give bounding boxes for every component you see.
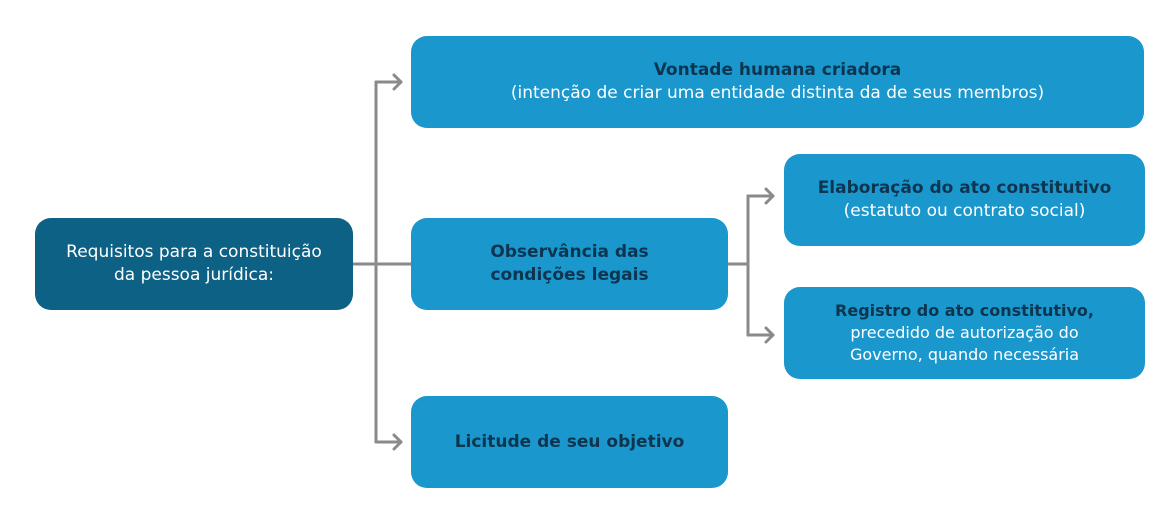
root-line-2: da pessoa jurídica: xyxy=(113,265,274,285)
node-licitude-title: Licitude de seu objetivo xyxy=(454,431,685,452)
node-vontade-title: Vontade humana criadora xyxy=(653,60,902,80)
node-registro-line-3: Governo, quando necessária xyxy=(849,345,1080,364)
root-line-1: Requisitos para a constituição xyxy=(66,242,322,262)
arrowhead-licitude xyxy=(392,433,403,451)
root-node-requisitos: Requisitos para a constituição da pessoa… xyxy=(35,218,353,310)
node-registro-line-2: precedido de autorização do xyxy=(850,323,1079,342)
node-registro-line-1: Registro do ato constitutivo, xyxy=(835,301,1094,320)
node-vontade-subtitle: (intenção de criar uma entidade distinta… xyxy=(510,83,1045,103)
node-registro: Registro do ato constitutivo, precedido … xyxy=(784,287,1145,379)
node-elaboracao-subtitle: (estatuto ou contrato social) xyxy=(843,201,1086,221)
node-vontade-humana: Vontade humana criadora (intenção de cri… xyxy=(411,36,1144,128)
node-elaboracao-title: Elaboração do ato constitutivo xyxy=(817,178,1112,198)
node-licitude: Licitude de seu objetivo xyxy=(411,396,728,488)
arrowhead-vontade xyxy=(392,73,403,91)
arrowhead-registro xyxy=(764,326,775,344)
node-observancia: Observância das condições legais xyxy=(411,218,728,310)
node-observancia-line-1: Observância das xyxy=(490,242,649,262)
node-observancia-line-2: condições legais xyxy=(490,265,649,285)
arrowhead-elaboracao xyxy=(764,187,775,205)
node-elaboracao: Elaboração do ato constitutivo (estatuto… xyxy=(784,154,1145,246)
